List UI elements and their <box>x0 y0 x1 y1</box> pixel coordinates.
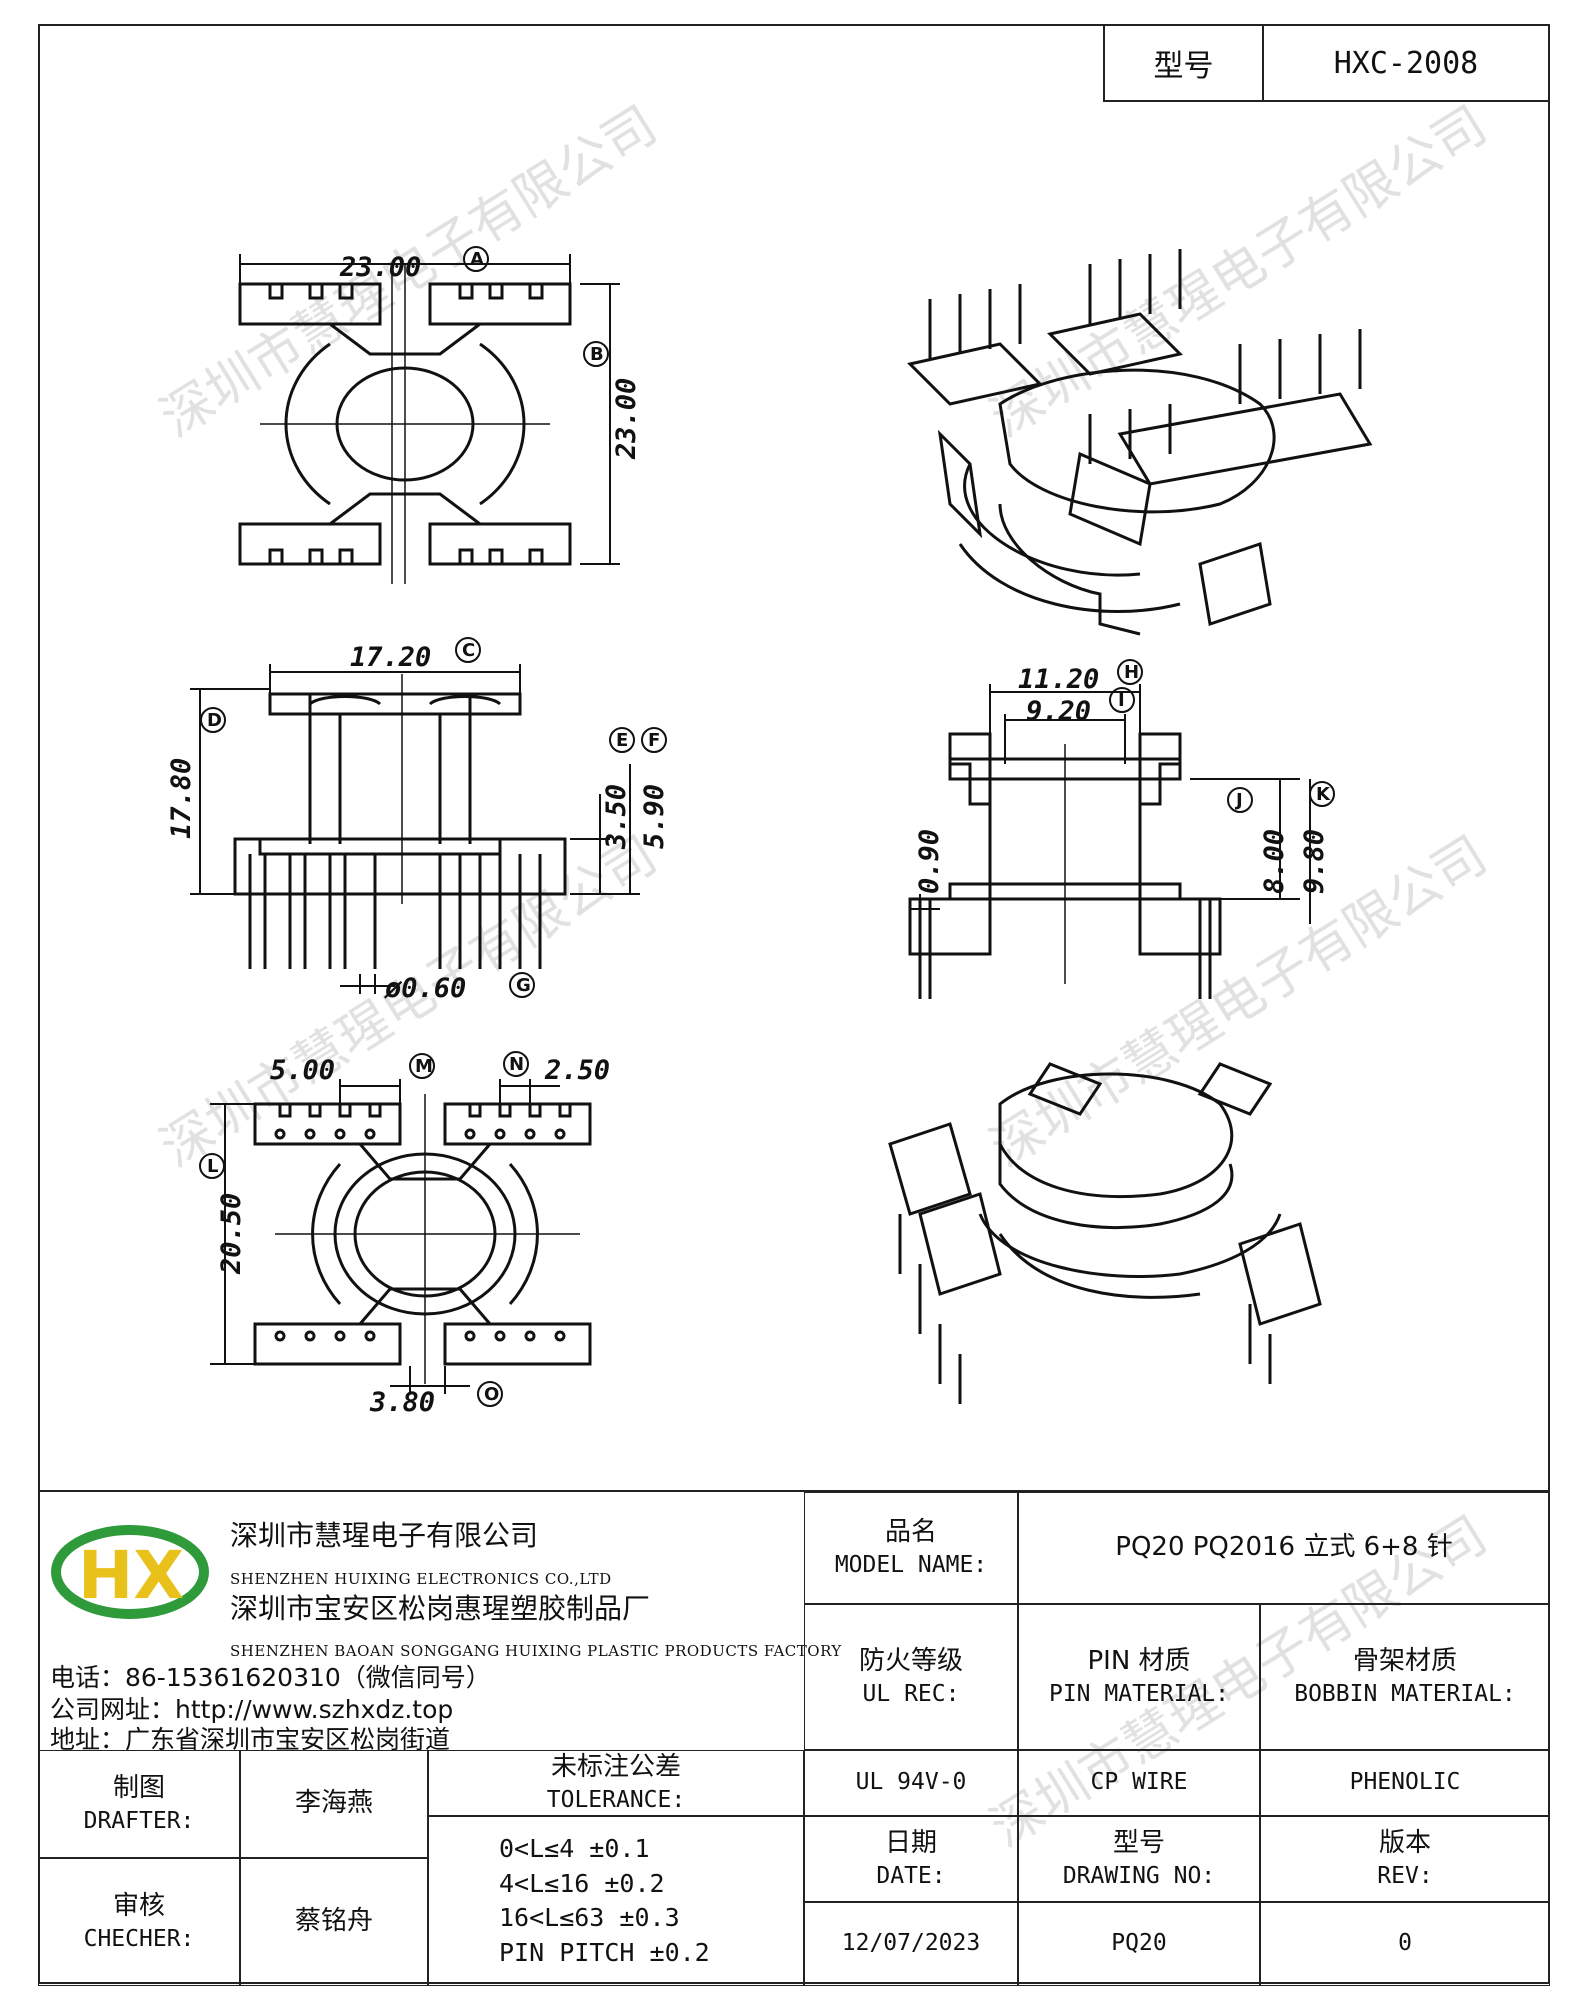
header-model-label: 型号 <box>1105 26 1264 100</box>
dim-J-value: 0.90 <box>914 829 945 894</box>
company-website: 公司网址：http://www.szhxdz.top <box>50 1695 454 1724</box>
dim-A-letter: A <box>470 249 484 270</box>
rev-value: 0 <box>1260 1902 1550 1986</box>
dim-K2-value: 9.80 <box>1299 829 1330 894</box>
tolerance-line: PIN PITCH ±0.2 <box>499 1937 710 1967</box>
dim-I-letter: I <box>1118 690 1125 711</box>
dim-F-letter: F <box>648 730 660 751</box>
dim-J-letter: J <box>1234 790 1243 811</box>
dim-H-letter: H <box>1124 662 1139 683</box>
dim-K-letter: K <box>1316 784 1331 805</box>
ul-rec-label: 防火等级 UL REC: <box>804 1604 1018 1750</box>
drawing-sheet <box>38 24 1550 1984</box>
dim-L-value: 20.50 <box>216 1193 247 1275</box>
dim-O-value: 3.80 <box>369 1387 435 1418</box>
dim-B-value: 23.00 <box>611 378 642 460</box>
dim-C-letter: C <box>462 640 475 661</box>
tolerance-table: 0<L≤4 ±0.1 4<L≤16 ±0.2 16<L≤63 ±0.3 PIN … <box>428 1816 804 1986</box>
pin-material-value: CP WIRE <box>1018 1750 1260 1816</box>
bobbin-material-label: 骨架材质 BOBBIN MATERIAL: <box>1260 1604 1550 1750</box>
logo-text: HX <box>78 1537 184 1614</box>
drawing-no-label: 型号 DRAWING NO: <box>1018 1816 1260 1902</box>
ul-value: UL 94V-0 <box>804 1750 1018 1816</box>
top-view: 23.00 A 23.00 B <box>238 246 642 584</box>
dim-L-letter: L <box>207 1156 218 1177</box>
dim-N-value: 2.50 <box>544 1055 610 1086</box>
dim-M-letter: M <box>415 1056 433 1077</box>
dim-B-letter: B <box>590 344 604 365</box>
dim-D-value: 17.80 <box>166 758 197 839</box>
tolerance-line: 0<L≤4 ±0.1 <box>499 1834 650 1863</box>
technical-drawing: 23.00 A 23.00 B 17.20 <box>40 104 1480 1454</box>
dim-D-letter: D <box>207 710 222 731</box>
rev-label: 版本 REV: <box>1260 1816 1550 1902</box>
header-model-value: HXC-2008 <box>1333 45 1479 81</box>
iso-view-top <box>907 249 1373 636</box>
drafter-label: 制图 DRAFTER: <box>38 1750 240 1858</box>
bobbin-material-value: PHENOLIC <box>1260 1750 1550 1816</box>
date-value: 12/07/2023 <box>804 1902 1018 1986</box>
dim-I-value: 9.20 <box>1026 696 1091 727</box>
title-block: HX 深圳市慧瑆电子有限公司 SHENZHEN HUIXING ELECTRON… <box>38 1490 1550 1986</box>
dim-G-letter: G <box>516 975 531 996</box>
tolerance-label: 未标注公差 TOLERANCE: <box>428 1750 804 1816</box>
dim-E-letter: E <box>616 730 628 751</box>
header-model-table: 型号 HXC-2008 <box>1103 24 1550 102</box>
drawing-no-value: PQ20 <box>1018 1902 1260 1986</box>
pin-material-label: PIN 材质 PIN MATERIAL: <box>1018 1604 1260 1750</box>
company-name-cn: 深圳市慧瑆电子有限公司 <box>230 1519 539 1552</box>
dim-C-value: 17.20 <box>350 642 431 673</box>
front-view: 17.20 C 17.80 D 3.50 E 5.90 F ø0.60 G <box>166 637 670 1004</box>
dim-O-letter: O <box>484 1384 499 1405</box>
dim-H-value: 11.20 <box>1018 664 1099 695</box>
dim-N-letter: N <box>509 1054 524 1075</box>
dim-K1-value: 8.00 <box>1259 829 1290 894</box>
dim-M-value: 5.00 <box>270 1055 335 1086</box>
company-address: 地址：广东省深圳市宝安区松岗街道 <box>50 1725 451 1754</box>
factory-name-en: SHENZHEN BAOAN SONGGANG HUIXING PLASTIC … <box>230 1642 842 1660</box>
dim-A-value: 23.00 <box>339 252 421 283</box>
tolerance-line: 16<L≤63 ±0.3 <box>499 1903 680 1932</box>
tolerance-line: 4<L≤16 ±0.2 <box>499 1868 665 1898</box>
dim-F-value: 5.90 <box>639 784 670 849</box>
model-name-label: 品名 MODEL NAME: <box>804 1492 1018 1604</box>
company-logo: HX <box>51 1525 209 1619</box>
model-name-value: PQ20 PQ2016 立式 6+8 针 <box>1018 1492 1550 1604</box>
checker-label: 审核 CHECHER: <box>38 1858 240 1986</box>
drafter-value: 李海燕 <box>240 1750 428 1858</box>
dim-E-value: 3.50 <box>601 784 632 850</box>
date-label: 日期 DATE: <box>804 1816 1018 1902</box>
dim-G-value: ø0.60 <box>383 973 466 1004</box>
iso-view-bottom <box>888 1062 1322 1404</box>
company-info: HX 深圳市慧瑆电子有限公司 SHENZHEN HUIXING ELECTRON… <box>38 1492 841 1754</box>
bottom-view: 5.00 M 2.50 N 20.50 L 3.80 O <box>199 1051 610 1418</box>
checker-value: 蔡铭舟 <box>240 1858 428 1986</box>
company-name-en: SHENZHEN HUIXING ELECTRONICS CO.,LTD <box>230 1570 612 1588</box>
company-phone: 电话：86-15361620310（微信同号） <box>50 1663 491 1692</box>
side-view: 11.20 H 9.20 I 0.90 J 8.00 9.80 K <box>908 659 1335 999</box>
factory-name-cn: 深圳市宝安区松岗惠瑆塑胶制品厂 <box>230 1592 651 1625</box>
